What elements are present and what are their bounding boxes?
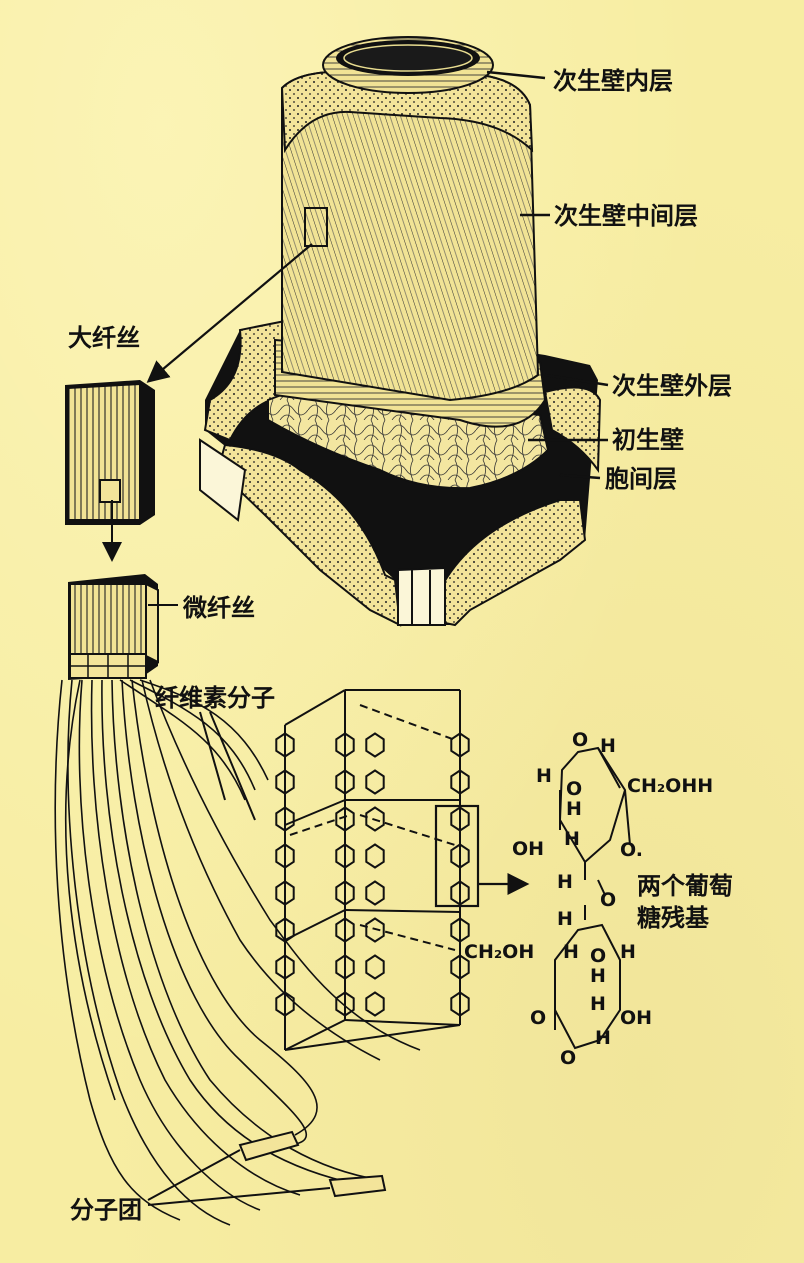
svg-text:OH: OH bbox=[620, 1007, 652, 1029]
svg-text:H: H bbox=[590, 993, 606, 1015]
glucose-hexagon bbox=[365, 954, 385, 980]
svg-text:OH: OH bbox=[512, 838, 544, 860]
svg-text:O.: O. bbox=[620, 839, 643, 861]
glucose-hexagon bbox=[335, 732, 355, 758]
arrow-sample-to-macrofibril bbox=[146, 243, 313, 383]
glucose-hexagon bbox=[275, 769, 295, 795]
microfibril-block bbox=[68, 574, 159, 680]
svg-text:H: H bbox=[590, 965, 606, 987]
svg-text:O: O bbox=[566, 778, 582, 800]
label-secondary-inner: 次生壁内层 bbox=[553, 67, 673, 95]
residue-highlight-box bbox=[434, 804, 480, 908]
glucose-hexagon bbox=[335, 806, 355, 832]
svg-text:H: H bbox=[600, 735, 616, 757]
glucose-hexagon bbox=[275, 880, 295, 906]
svg-text:CH₂OHH: CH₂OHH bbox=[627, 775, 713, 797]
svg-text:H: H bbox=[557, 871, 573, 893]
glucose-hexagon bbox=[365, 843, 385, 869]
svg-text:CH₂OH: CH₂OH bbox=[464, 941, 534, 963]
glucose-hexagon bbox=[365, 806, 385, 832]
svg-text:O: O bbox=[530, 1007, 546, 1029]
glucose-hexagon bbox=[335, 991, 355, 1017]
svg-text:H: H bbox=[620, 941, 636, 963]
svg-text:H: H bbox=[564, 828, 580, 850]
glucose-hexagon bbox=[450, 954, 470, 980]
glucose-hexagon bbox=[335, 917, 355, 943]
label-glucose-residues-line2: 糖残基 bbox=[637, 904, 710, 932]
svg-text:O: O bbox=[572, 729, 588, 751]
label-micelle: 分子团 bbox=[70, 1196, 142, 1224]
label-secondary-outer: 次生壁外层 bbox=[612, 372, 732, 400]
svg-text:H: H bbox=[563, 941, 579, 963]
cellulose-strands bbox=[54, 679, 421, 1226]
label-macrofibril: 大纤丝 bbox=[68, 324, 140, 352]
svg-text:O: O bbox=[560, 1047, 576, 1069]
svg-text:O: O bbox=[600, 889, 616, 911]
glucose-hexagon bbox=[450, 769, 470, 795]
glucose-hexagon bbox=[365, 732, 385, 758]
slab-bottom bbox=[397, 566, 446, 626]
glucose-hexagon bbox=[450, 732, 470, 758]
cell-wall-block bbox=[199, 36, 602, 627]
label-primary-wall: 初生壁 bbox=[612, 426, 684, 454]
glucose-hexagon bbox=[450, 991, 470, 1017]
glucose-hexagon bbox=[335, 769, 355, 795]
svg-text:H: H bbox=[595, 1027, 611, 1049]
label-glucose-residues-line1: 两个葡萄 bbox=[637, 872, 733, 900]
glucose-hexagon bbox=[365, 880, 385, 906]
glucose-hexagon bbox=[365, 769, 385, 795]
glucose-hexagon bbox=[450, 843, 470, 869]
glucose-hexagon bbox=[275, 732, 295, 758]
glucose-hexagon bbox=[275, 843, 295, 869]
cell-wall-leaders bbox=[486, 70, 609, 480]
glucose-hexagon bbox=[365, 991, 385, 1017]
glucose-formula-text: O H H O CH₂OHH H OH H O. H O H CH₂OH H H… bbox=[464, 729, 713, 1069]
glucose-hexagon bbox=[450, 880, 470, 906]
svg-text:H: H bbox=[566, 798, 582, 820]
glucose-hexagon bbox=[275, 917, 295, 943]
glucose-hexagon bbox=[335, 954, 355, 980]
svg-text:H: H bbox=[536, 765, 552, 787]
slab-left bbox=[199, 438, 247, 522]
neighbor-cell-right bbox=[543, 386, 602, 473]
svg-text:O: O bbox=[590, 945, 606, 967]
label-secondary-middle: 次生壁中间层 bbox=[554, 202, 698, 230]
label-cellulose-molecule: 纤维素分子 bbox=[155, 684, 275, 712]
svg-text:H: H bbox=[557, 908, 573, 930]
neighbor-cell-bottom-right bbox=[433, 499, 587, 627]
glucose-hexagon bbox=[335, 843, 355, 869]
glucose-hexagon bbox=[450, 806, 470, 832]
sample-marker bbox=[304, 207, 328, 247]
glucose-hexagon bbox=[450, 917, 470, 943]
macrofibril-block bbox=[65, 380, 155, 525]
glucose-hexagon bbox=[365, 917, 385, 943]
cellulose-lattice bbox=[275, 689, 470, 1051]
label-microfibril: 微纤丝 bbox=[182, 594, 255, 622]
label-middle-lamella: 胞间层 bbox=[605, 465, 677, 493]
glucose-hexagon bbox=[275, 991, 295, 1017]
glucose-hexagon bbox=[275, 954, 295, 980]
glucose-formula bbox=[554, 746, 631, 1050]
glucose-hexagon bbox=[275, 806, 295, 832]
micelle-ends bbox=[238, 1130, 387, 1198]
glucose-hexagon bbox=[335, 880, 355, 906]
